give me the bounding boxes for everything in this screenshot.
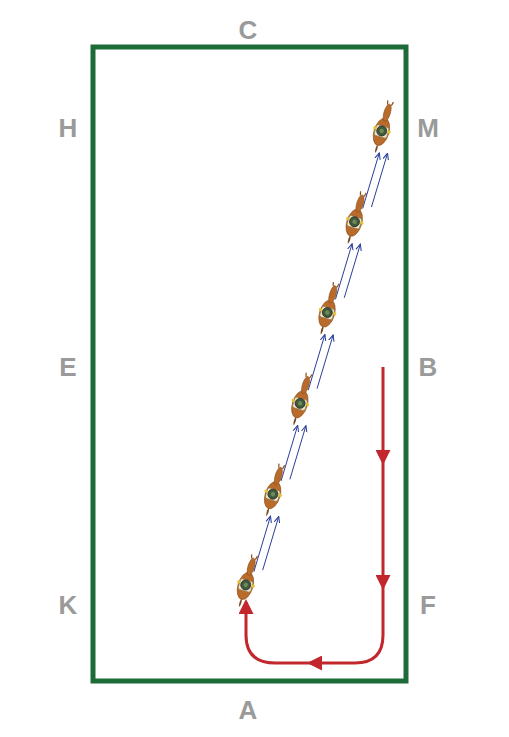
rider (375, 125, 387, 137)
rider-hand (346, 217, 350, 221)
direction-arrow (308, 335, 325, 391)
rider-hand (291, 398, 295, 402)
saddle-pad (374, 124, 390, 138)
direction-arrow (317, 335, 333, 389)
rider (267, 488, 279, 500)
arena-letter: C (239, 17, 258, 43)
rider-hand (373, 126, 377, 130)
saddle-pad (347, 215, 363, 229)
horse-rider (339, 189, 372, 246)
rider-helmet (297, 401, 302, 406)
rider-hand (318, 307, 322, 311)
horse-body (316, 298, 338, 329)
horse-body (370, 116, 392, 147)
horse-head (382, 103, 393, 122)
rider-hand (251, 584, 255, 588)
arena-letter: F (420, 592, 436, 618)
rider-helmet (243, 582, 248, 587)
horse-rider (366, 99, 399, 156)
horse-head (354, 194, 365, 213)
rider-helmet (325, 310, 330, 315)
rider-hand (264, 489, 268, 493)
direction-arrow (371, 153, 387, 207)
rider-hand (360, 221, 364, 225)
rider (321, 306, 333, 318)
route-path (246, 367, 383, 663)
saddle-pad (265, 488, 281, 502)
direction-arrow (290, 426, 306, 480)
horse-ears (278, 464, 285, 470)
direction-arrow (263, 517, 279, 571)
direction-arrow (281, 425, 298, 481)
horse-head (327, 285, 338, 304)
rider-helmet (352, 219, 357, 224)
direction-arrow (363, 153, 380, 209)
rider-helmet (270, 491, 275, 496)
direction-arrow (335, 244, 352, 300)
arena-letter: K (59, 592, 78, 618)
rider-hand (278, 493, 282, 497)
horse-ears (359, 191, 366, 197)
horse-rider (312, 280, 345, 337)
arena-letter: A (239, 697, 258, 723)
horse-head (300, 376, 311, 395)
horse-ears (305, 373, 312, 379)
horse-ears (332, 282, 339, 288)
horse-body (343, 207, 365, 238)
rider-helmet (379, 128, 384, 133)
saddle-pad (319, 306, 335, 320)
horse-body (261, 480, 283, 511)
horse-rider (258, 462, 291, 519)
horse-rider (285, 371, 318, 428)
horse-ears (387, 100, 394, 106)
direction-arrow (344, 244, 360, 298)
direction-arrow (254, 516, 271, 572)
horse-body (289, 389, 311, 420)
rider (239, 579, 251, 591)
arena-letter: H (59, 115, 78, 141)
arena-fence (93, 47, 406, 681)
rider-hand (387, 130, 391, 134)
rider-hand (237, 580, 241, 584)
arena-letter: M (417, 115, 439, 141)
rider-hand (333, 312, 337, 316)
saddle-pad (292, 397, 308, 411)
horse-body (234, 570, 256, 601)
rider (294, 397, 306, 409)
saddle-pad (238, 578, 254, 592)
rider-hand (306, 403, 310, 407)
arena-letter: E (59, 354, 76, 380)
horse-head (246, 557, 257, 576)
horse-ears (251, 554, 258, 560)
horse-rider (230, 553, 263, 610)
arena-letter: B (419, 354, 438, 380)
rider (348, 216, 360, 228)
horse-head (273, 466, 284, 485)
